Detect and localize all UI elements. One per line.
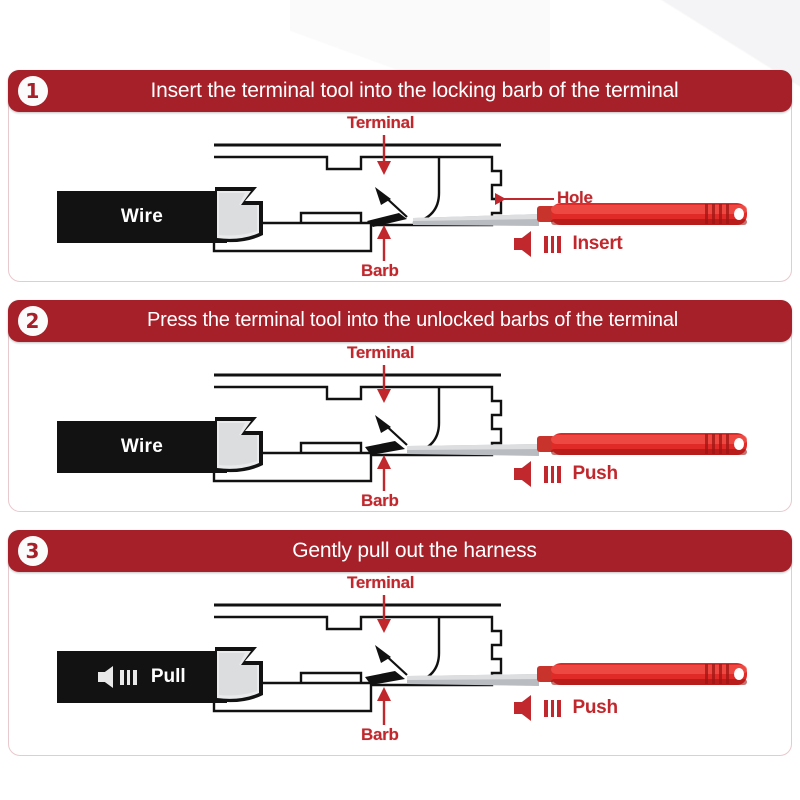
step-card-3: 3 Gently pull out the harness [7, 529, 793, 756]
barb-label-2: Barb [361, 491, 399, 510]
terminal-label-1: Terminal [347, 113, 415, 132]
wire-block-2: Wire [57, 421, 227, 473]
step-1-diagram: Wire Terminal Barb Hole [9, 113, 793, 281]
motion-bars-icon [120, 669, 137, 685]
barb-label-3: Barb [361, 725, 399, 744]
terminal-cross-section-1 [212, 135, 554, 261]
step-3-header: 3 Gently pull out the harness [7, 529, 792, 572]
terminal-label-3: Terminal [347, 573, 415, 592]
step-3-diagram: Pull Terminal Barb [9, 573, 793, 755]
push-action-3: Push [514, 695, 618, 721]
left-arrow-icon [514, 231, 531, 257]
step-2-header: 2 Press the terminal tool into the unloc… [7, 299, 792, 342]
left-arrow-icon [514, 461, 531, 487]
motion-bars-icon [544, 235, 561, 253]
push-action-label-3: Push [572, 697, 619, 718]
step-2-diagram: Wire Terminal Barb [9, 343, 793, 511]
wire-ferrule-2 [215, 417, 263, 473]
hole-label-1: Hole [557, 188, 593, 207]
motion-bars-icon [544, 699, 561, 717]
wire-ferrule-3 [215, 647, 263, 703]
terminal-tool-1 [537, 203, 747, 225]
terminal-tool-2 [537, 433, 747, 455]
terminal-tool-3 [537, 663, 747, 685]
wire-label-2: Wire [120, 436, 164, 457]
terminal-label-2: Terminal [347, 343, 415, 362]
wire-ferrule-1 [215, 187, 263, 243]
motion-bars-icon [544, 465, 561, 483]
step-1-header: 1 Insert the terminal tool into the lock… [7, 69, 792, 112]
wire-label-1: Wire [120, 206, 164, 227]
step-1-number-badge: 1 [17, 75, 48, 106]
step-1-title: Insert the terminal tool into the lockin… [150, 78, 679, 102]
step-card-2: 2 Press the terminal tool into the unloc… [7, 299, 793, 512]
wire-block-1: Wire [57, 191, 227, 243]
pull-label-3: Pull [150, 666, 186, 687]
barb-label-1: Barb [361, 261, 399, 280]
step-2-number-badge: 2 [17, 305, 48, 336]
insert-action-1: Insert [514, 231, 623, 257]
insert-action-label-1: Insert [572, 233, 623, 254]
step-card-1: 1 Insert the terminal tool into the lock… [7, 69, 793, 282]
left-arrow-icon [514, 695, 531, 721]
step-3-title: Gently pull out the harness [292, 538, 537, 562]
pull-marker-3: Pull [98, 666, 186, 688]
step-2-title: Press the terminal tool into the unlocke… [146, 309, 679, 331]
left-arrow-icon [98, 666, 114, 688]
step-3-number-badge: 3 [17, 535, 48, 566]
push-action-2: Push [514, 461, 618, 487]
wire-block-3: Pull [57, 651, 227, 703]
push-action-label-2: Push [572, 463, 619, 484]
